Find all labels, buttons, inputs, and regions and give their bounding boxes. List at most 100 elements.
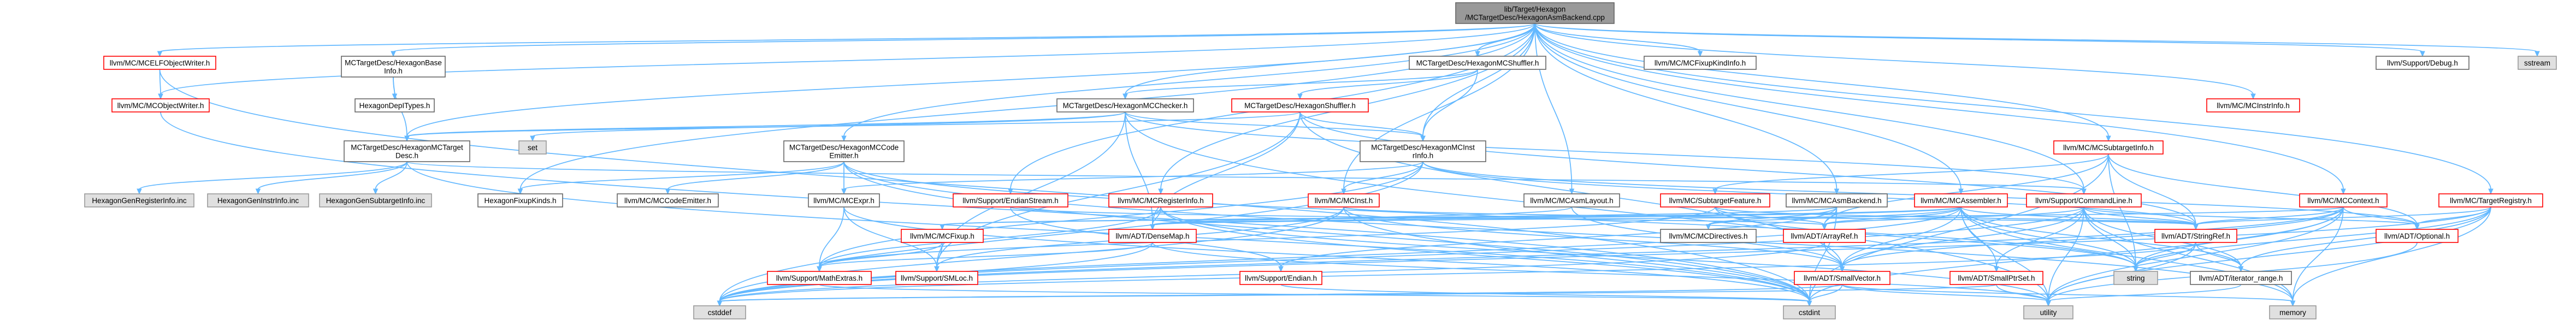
edge-codeemitter-to-mcexpr [841,162,847,195]
node-box [2023,305,2073,319]
node-subtargetfeature[interactable]: llvm/MC/SubtargetFeature.h [1660,193,1770,208]
node-smallvector[interactable]: llvm/ADT/SmallVector.h [1794,271,1890,285]
node-assembler[interactable]: llvm/MC/MCAssembler.h [1914,193,2008,208]
edge-arrowhead [1475,51,1480,57]
edge-line [843,206,937,268]
edge-line [406,23,1535,137]
edge-line [1534,23,1701,52]
node-smallptrset[interactable]: llvm/ADT/SmallPtrSet.h [1949,271,2043,285]
node-box [2376,229,2459,243]
edge-line [1534,23,2344,190]
edge-line [1152,206,2344,226]
node-box [319,193,432,208]
node-box [1239,271,1322,285]
edge-line [1160,206,1810,302]
edge-line [406,161,2084,190]
node-box [2269,305,2317,319]
node-elfobjwriter[interactable]: llvm/MC/MCELFObjectWriter.h [103,56,216,70]
node-debug[interactable]: llvm/Support/Debug.h [2376,56,2469,70]
node-fixupkindinfo[interactable]: llvm/MC/MCFixupKindInfo.h [1644,56,1757,70]
node-label: sstream [2524,59,2550,67]
node-densemap[interactable]: llvm/ADT/DenseMap.h [1108,229,1197,243]
edge-line [819,242,1153,268]
edge-root-to-codeemitter [841,23,1535,142]
node-label: string [2126,274,2144,282]
node-box [2299,193,2388,208]
edge-arrowhead [817,266,822,272]
node-asmlayout[interactable]: llvm/MC/MCAsmLayout.h [1523,193,1620,208]
node-mcdirectives[interactable]: llvm/MC/MCDirectives.h [1660,229,1757,243]
edge-line [719,206,1344,302]
edge-line [2083,206,2294,302]
edge-arrowhead [1834,188,1840,195]
node-mcinstrinfoh[interactable]: llvm/MC/MCInstrInfo.h [2206,98,2300,112]
edge-line [1343,206,1810,302]
node-mcfixup[interactable]: llvm/MC/MCFixup.h [901,229,984,243]
node-box [103,56,216,70]
edge-arrowhead [1158,188,1163,195]
node-fixupkinds[interactable]: HexagonFixupKinds.h [477,193,563,208]
node-label: HexagonGenInstrInfo.inc [217,197,299,205]
edge-line [843,161,1423,190]
node-box [1794,271,1890,285]
node-hexshufflerh[interactable]: MCTargetDesc/HexagonShuffler.h [1231,98,1369,112]
node-mccontext[interactable]: llvm/MC/MCContext.h [2299,193,2388,208]
edge-line [1534,23,2109,137]
edge-line [1841,206,2084,268]
node-commandline[interactable]: llvm/Support/CommandLine.h [2026,193,2142,208]
edge-line [1708,206,1961,226]
node-hexdeptypes[interactable]: HexagonDepITypes.h [355,98,435,112]
node-box [341,56,446,78]
node-smloc[interactable]: llvm/Support/SMLoc.h [895,271,978,285]
node-targetregistry[interactable]: llvm/MC/TargetRegistry.h [2438,193,2543,208]
node-mcchecker[interactable]: MCTargetDesc/HexagonMCChecker.h [1056,98,1194,112]
node-arrayref[interactable]: llvm/ADT/ArrayRef.h [1783,229,1866,243]
node-label: MCTargetDesc/HexagonBase [345,59,442,67]
edge-line [667,161,844,190]
edge-line [1299,69,1478,95]
node-stringref[interactable]: llvm/ADT/StringRef.h [2154,229,2237,243]
node-cstddef: cstddef [693,305,746,319]
edge-line [2048,206,2084,302]
node-reginfo[interactable]: llvm/MC/MCRegisterInfo.h [1108,193,1213,208]
node-optional[interactable]: llvm/ADT/Optional.h [2376,229,2459,243]
node-label: llvm/Support/EndianStream.h [962,197,1059,205]
node-mcinst[interactable]: llvm/MC/MCInst.h [1308,193,1380,208]
edge-iterrange-to-utility [2046,284,2242,307]
node-hexshuffler[interactable]: MCTargetDesc/HexagonMCShuffler.h [1409,56,1546,70]
node-root[interactable]: lib/Target/Hexagon/MCTargetDesc/HexagonA… [1455,2,1615,24]
edge-line [2343,206,2418,226]
node-box [617,193,719,208]
edge-arrowhead [841,135,847,142]
node-label: MCTargetDesc/HexagonMCInst [1371,144,1475,152]
edge-arrowhead [2250,93,2256,100]
node-endian[interactable]: llvm/Support/Endian.h [1239,271,1322,285]
node-mcexpr[interactable]: llvm/MC/MCExpr.h [808,193,880,208]
node-label: set [528,144,537,152]
node-endianstream[interactable]: llvm/Support/EndianStream.h [953,193,1068,208]
node-asmbackend[interactable]: llvm/MC/MCAsmBackend.h [1786,193,1888,208]
edge-arrowhead [1697,51,1703,57]
edge-line [1125,111,2049,302]
edge-hexshufflerh-to-hextargetdesc [404,111,1301,142]
node-iterrange[interactable]: llvm/ADT/iterator_range.h [2190,271,2292,285]
node-box [2154,229,2237,243]
edge-stringref-to-iterrange [2195,242,2244,272]
edge-line [1125,111,1423,137]
node-objwriter[interactable]: llvm/MC/MCObjectWriter.h [111,98,210,112]
edge-line [1824,153,2109,226]
node-box [1523,193,1620,208]
edge-arrowhead [2534,51,2540,57]
node-mccodeemitter[interactable]: llvm/MC/MCCodeEmitter.h [617,193,719,208]
edge-line [2292,206,2344,302]
edge-line [1280,206,1838,268]
edge-root-to-elfobjwriter [157,23,1535,57]
node-subtargetinfo[interactable]: llvm/MC/MCSubtargetInfo.h [2053,140,2164,155]
edge-line [1824,206,1961,226]
node-mathextras[interactable]: llvm/Support/MathExtras.h [767,271,872,285]
graph-nodes: lib/Target/Hexagon/MCTargetDesc/HexagonA… [84,2,2557,319]
